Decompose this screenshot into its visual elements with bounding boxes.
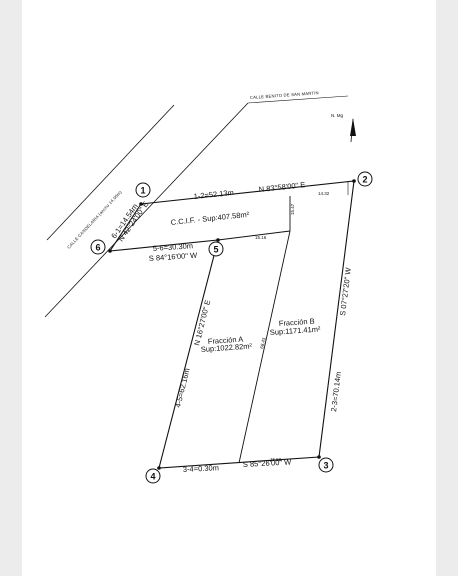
edge-2-3-length: 2-3=70.14m: [329, 371, 343, 412]
edge-5-6-length: 5-6=30.30m: [153, 241, 194, 253]
edge-2-3-bearing: S 07°27'20" W: [338, 266, 353, 316]
node-marker-3: 3: [318, 457, 334, 473]
north-arrow-icon: [350, 118, 356, 136]
vertex-dot-5: [216, 238, 220, 242]
fraccion-a-name: Fracción A: [208, 335, 244, 346]
node-marker-6: 6: [90, 239, 106, 255]
edge-1-2-length: 1-2=52.13m: [193, 188, 234, 201]
vertex-dot-1: [139, 202, 143, 206]
fraccion-b-area: Sup:1171.41m²: [270, 324, 322, 337]
dim-1516: 15.16: [255, 235, 267, 240]
node-marker-4: 4: [145, 468, 161, 484]
dim-6843: 68.43: [259, 337, 267, 350]
node-label-2: 2: [362, 175, 367, 185]
node-label-5: 5: [213, 245, 218, 255]
dim-1558: 15.58: [270, 457, 282, 462]
node-label-1: 1: [140, 186, 145, 196]
ccif-division-line: [217, 230, 291, 241]
edge-1-2-bearing: N 83°58'00" E: [258, 180, 305, 194]
node-label-3: 3: [323, 461, 328, 471]
street-line-candelaria-outer: [46, 104, 175, 241]
vertex-dot-6: [108, 249, 112, 253]
vertex-dot-3: [317, 455, 321, 459]
fraction-division-line: [238, 230, 291, 464]
dim-1547: 15.47: [290, 203, 295, 215]
edge-3-4-bearing: S 85°26'00" W: [243, 457, 293, 469]
drawing-sheet: [22, 0, 436, 576]
node-label-4: 4: [150, 472, 155, 482]
fraccion-a-area: Sup:1022.82m²: [201, 341, 253, 354]
node-marker-1: 1: [135, 182, 151, 198]
edge-3-4-length: 3-4=0.30m: [183, 463, 219, 474]
edge-5-6-bearing: S 84°16'00" W: [149, 251, 199, 263]
street-name-benito: CALLE BENITO DE SAN MARTIN: [250, 90, 319, 100]
north-label: N. Mg: [331, 113, 343, 118]
node-label-6: 6: [95, 243, 100, 253]
node-marker-5: 5: [208, 241, 224, 257]
street-line-benito: [247, 95, 349, 104]
vertex-dot-2: [352, 179, 356, 183]
vertex-dot-4: [157, 466, 161, 470]
node-marker-2: 2: [357, 171, 373, 187]
dim-1432: 14.32: [318, 191, 330, 196]
fraccion-b-name: Fracción B: [279, 317, 315, 328]
street-line-candelaria-inner: [44, 102, 249, 318]
ccif-area-label: C.C.I.F. - Sup:407.58m²: [170, 210, 250, 227]
edge-4-5-length: 4-5=62.16m: [173, 367, 191, 408]
